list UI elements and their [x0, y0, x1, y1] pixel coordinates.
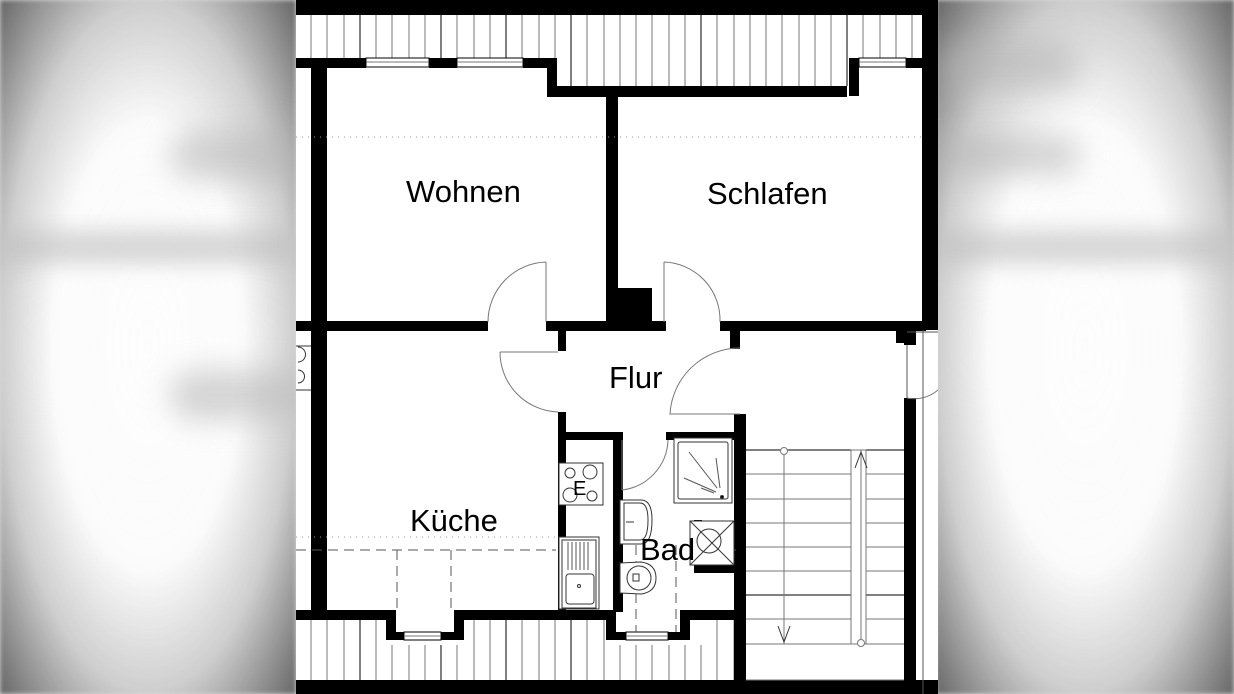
background-band — [938, 230, 1234, 264]
room-label-bad: Bad — [640, 532, 696, 567]
floor-plan: Wohnen Schlafen Flur Küche Bad E — [296, 0, 938, 694]
room-label-schlafen: Schlafen — [707, 176, 828, 211]
shower-tray-icon — [673, 437, 733, 504]
staircase — [746, 447, 904, 681]
background-smudge — [940, 40, 1080, 90]
stove-icon — [558, 462, 604, 506]
toilet-icon — [619, 561, 657, 595]
floor-plan-drawing — [296, 0, 938, 694]
walls — [296, 0, 938, 694]
washbasin-icon — [619, 499, 653, 545]
background-smudge — [940, 135, 1080, 175]
room-label-flur: Flur — [609, 360, 663, 395]
roof-hatching-top — [310, 15, 913, 86]
background-band — [0, 230, 296, 264]
corner-fixture-icon — [296, 345, 311, 392]
windows — [365, 57, 907, 641]
kitchen-sink-icon — [558, 536, 600, 610]
down-arrow-icon — [777, 625, 791, 644]
up-arrow-icon — [854, 450, 868, 469]
blurred-background-left — [0, 0, 296, 694]
background-smudge — [170, 130, 300, 180]
stair-start-marker — [780, 447, 788, 455]
roof-hatching-bottom — [310, 620, 735, 680]
background-smudge — [170, 370, 300, 420]
room-label-wohnen: Wohnen — [406, 174, 521, 209]
blurred-background-right — [936, 0, 1234, 694]
door-swings — [487, 261, 938, 694]
stove-label: E — [573, 478, 587, 500]
stair-start-marker — [857, 639, 865, 647]
room-label-kueche: Küche — [410, 503, 498, 538]
washing-machine-icon — [689, 520, 735, 566]
